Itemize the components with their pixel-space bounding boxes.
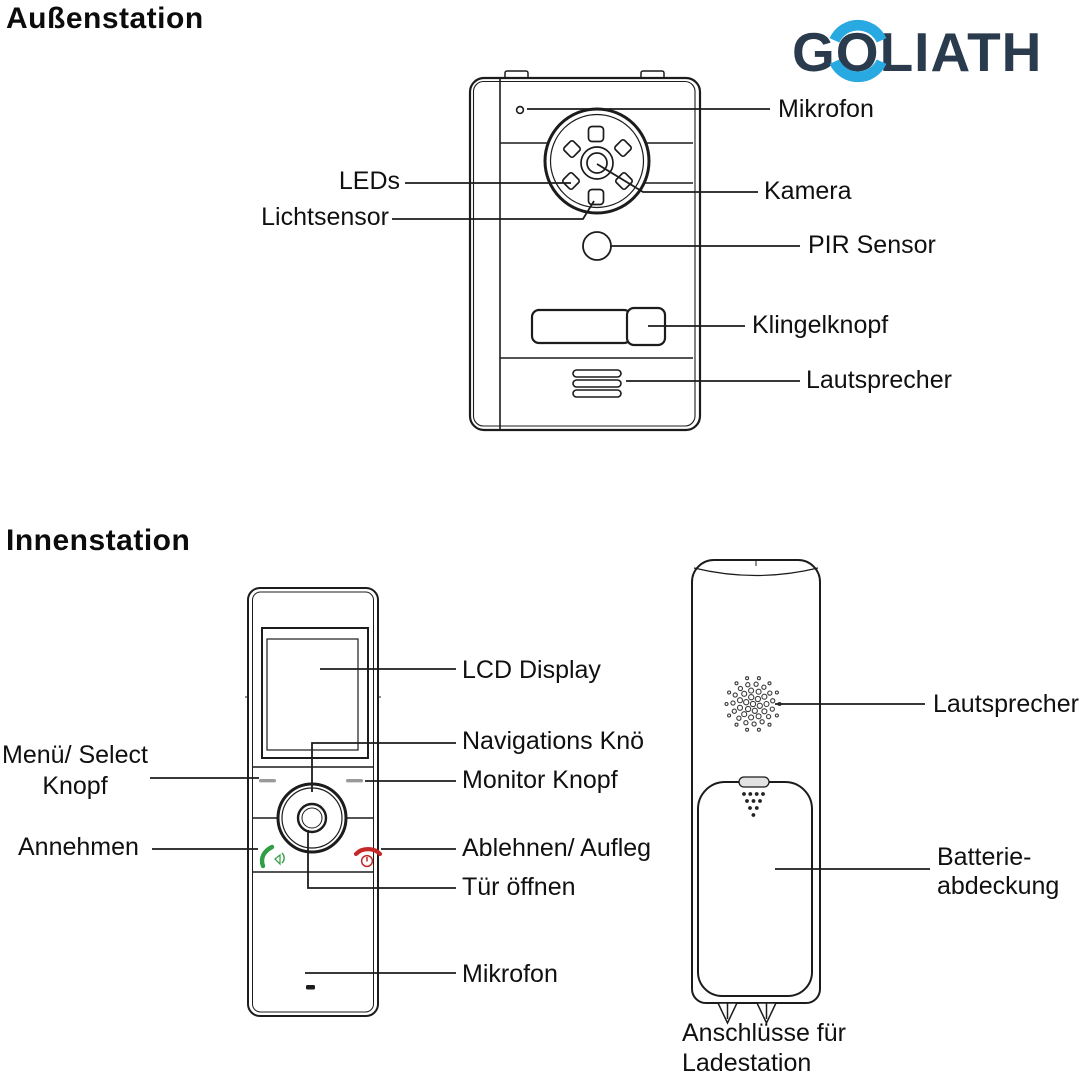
label-batterieabdeckung: Batterie- abdeckung bbox=[937, 843, 1059, 901]
battery-latch bbox=[738, 776, 770, 788]
leader-navigation bbox=[311, 742, 456, 792]
back-top-seam bbox=[693, 567, 819, 577]
charging-pins bbox=[716, 1002, 778, 1025]
indoor-front-drawing bbox=[150, 587, 456, 1017]
leader-kamera bbox=[596, 163, 758, 193]
back-speaker-dots bbox=[724, 676, 782, 732]
outdoor-section-title: Außenstation bbox=[6, 2, 204, 35]
navigation-ring bbox=[276, 782, 348, 854]
leader-tuer-oeffnen bbox=[307, 830, 456, 889]
label-monitor-knopf: Monitor Knopf bbox=[462, 766, 618, 794]
label-lautsprecher-back: Lautsprecher bbox=[933, 690, 1079, 718]
label-anschluesse-line2: Ladestation bbox=[682, 1049, 812, 1075]
label-menu-select-line2: Knopf bbox=[42, 772, 108, 800]
answer-phone-icon bbox=[259, 844, 285, 869]
led-ring bbox=[561, 125, 634, 206]
label-ablehnen-auflegen: Ablehnen/ Aufleg bbox=[462, 834, 652, 862]
label-anschluesse-line1: Anschlüsse für bbox=[682, 1019, 846, 1047]
logo-letter-g: G bbox=[792, 21, 836, 83]
handset-mic-hole bbox=[306, 985, 315, 990]
label-batterie-line1: Batterie- bbox=[937, 843, 1032, 871]
logo-letter-o: O bbox=[829, 7, 887, 97]
monitor-button bbox=[346, 779, 363, 783]
hangup-phone-icon bbox=[353, 847, 383, 868]
label-anschluesse-ladestation: Anschlüsse für Ladestation bbox=[682, 1018, 846, 1075]
label-kamera: Kamera bbox=[764, 177, 852, 205]
label-mikrofon-indoor: Mikrofon bbox=[462, 960, 558, 988]
door-open-button bbox=[296, 802, 328, 834]
label-batterie-line2: abdeckung bbox=[937, 872, 1060, 900]
camera-module bbox=[543, 107, 651, 215]
camera-lens bbox=[580, 146, 614, 180]
label-tuer-oeffnen: Tür öffnen bbox=[462, 873, 576, 901]
label-lichtsensor: Lichtsensor bbox=[261, 203, 389, 231]
outdoor-mic-hole bbox=[515, 105, 525, 115]
indoor-back-drawing bbox=[691, 559, 930, 1025]
label-lautsprecher-outdoor: Lautsprecher bbox=[806, 366, 952, 394]
label-klingelknopf: Klingelknopf bbox=[752, 311, 889, 339]
label-navigations-knoepfe: Navigations Knö bbox=[462, 727, 645, 755]
label-annehmen: Annehmen bbox=[18, 833, 139, 861]
label-leds: LEDs bbox=[338, 167, 400, 195]
speaker-grille bbox=[572, 369, 622, 398]
menu-select-button bbox=[259, 779, 276, 783]
label-lcd-display: LCD Display bbox=[462, 656, 601, 684]
label-menu-select-knopf: Menü/ Select Knopf bbox=[0, 740, 150, 802]
logo-letters-liath: LIATH bbox=[879, 21, 1043, 83]
battery-dot-triangle bbox=[742, 792, 765, 817]
outdoor-body-inner-outline bbox=[472, 80, 696, 427]
label-menu-select-line1: Menü/ Select bbox=[2, 741, 148, 769]
outdoor-station-drawing bbox=[392, 70, 800, 432]
battery-cover bbox=[697, 781, 813, 997]
name-plate bbox=[530, 308, 633, 345]
label-pir-sensor: PIR Sensor bbox=[808, 231, 936, 259]
handset-body-inner-outline bbox=[252, 591, 374, 1013]
leader-lichtsensor bbox=[392, 200, 595, 220]
label-mikrofon-outdoor: Mikrofon bbox=[778, 95, 874, 123]
indoor-section-title: Innenstation bbox=[6, 524, 191, 557]
